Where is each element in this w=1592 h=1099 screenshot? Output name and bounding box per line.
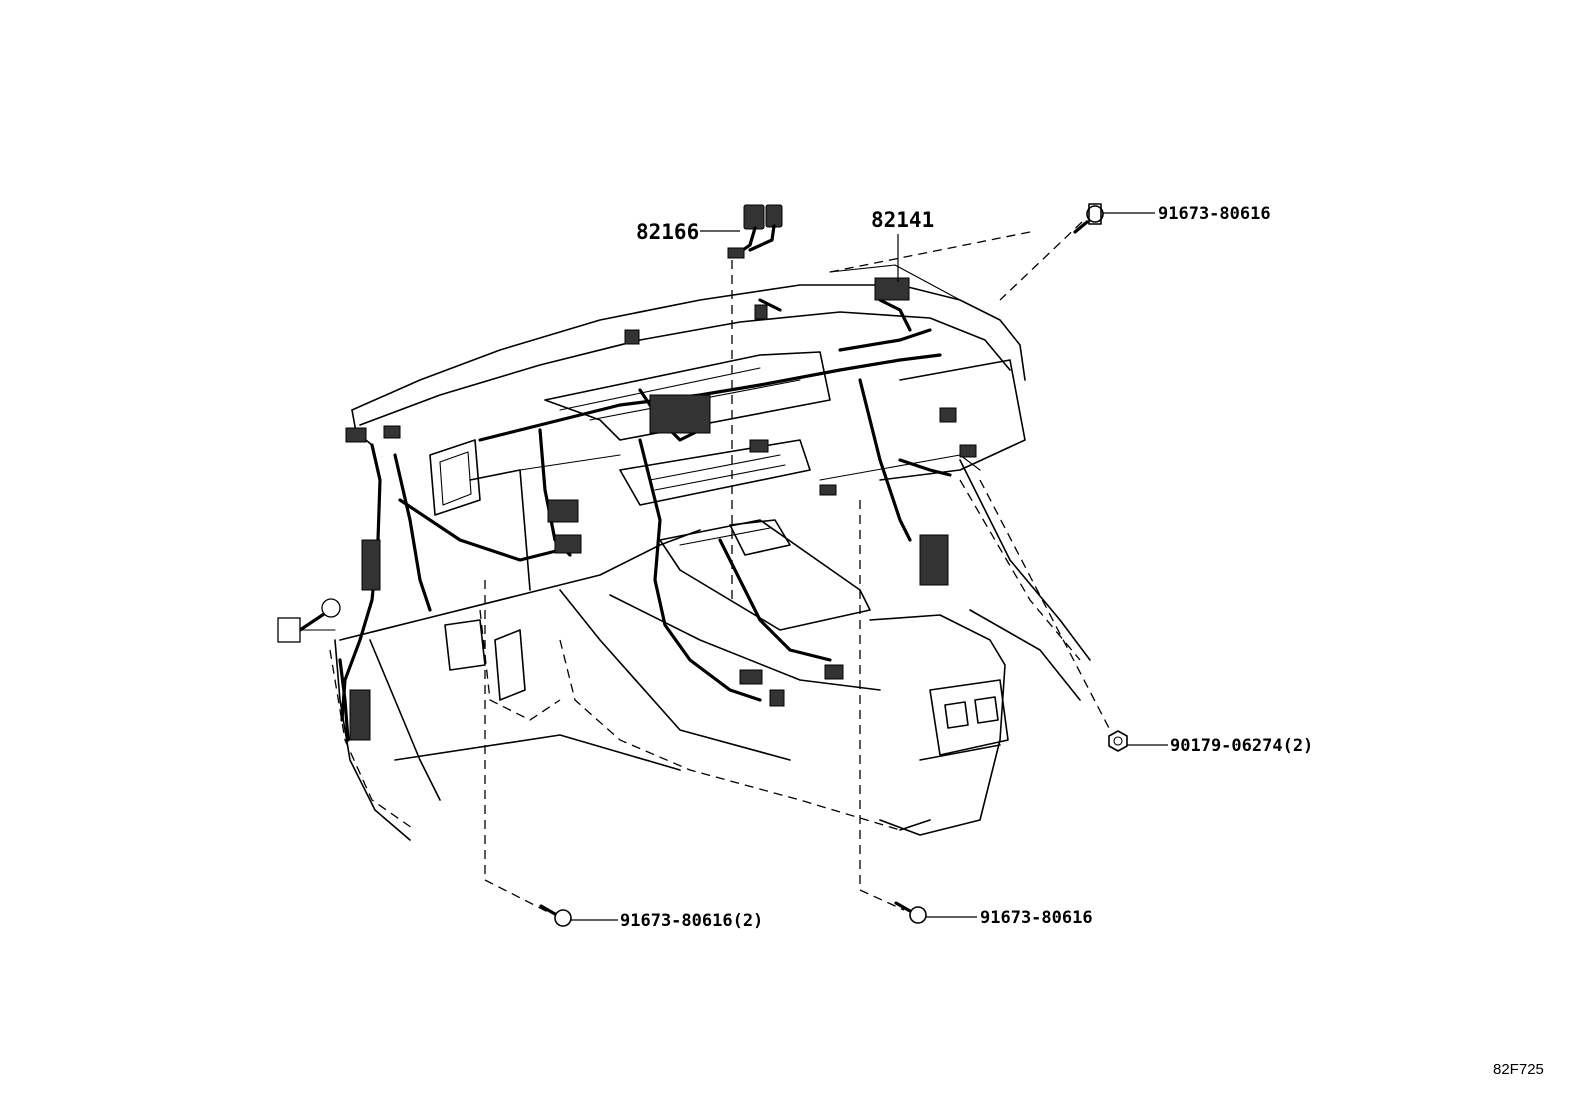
nut-icon <box>1108 730 1128 752</box>
callout-nut-right: 90179-06274(2) <box>1170 736 1313 756</box>
callout-82166: 82166 <box>636 220 699 244</box>
callout-bolt-top: 91673-80616 <box>1158 204 1271 224</box>
bolt-icon <box>1073 203 1104 234</box>
callout-bolt-bottom-right: 91673-80616 <box>980 908 1093 928</box>
diagram-code: 82F725 <box>1493 1061 1544 1078</box>
floor-and-console <box>329 459 1091 841</box>
fasteners <box>539 203 1128 927</box>
connector-blocks <box>277 204 977 741</box>
callout-bolt-bottom-left: 91673-80616(2) <box>620 911 763 931</box>
reference-lines <box>484 221 1111 913</box>
callout-82141: 82141 <box>871 208 934 232</box>
instrument-panel-outline <box>339 231 1031 641</box>
bolt-icon <box>539 904 572 927</box>
leader-lines <box>571 212 1168 921</box>
bolt-icon <box>894 901 927 924</box>
wire-harness <box>298 298 952 742</box>
